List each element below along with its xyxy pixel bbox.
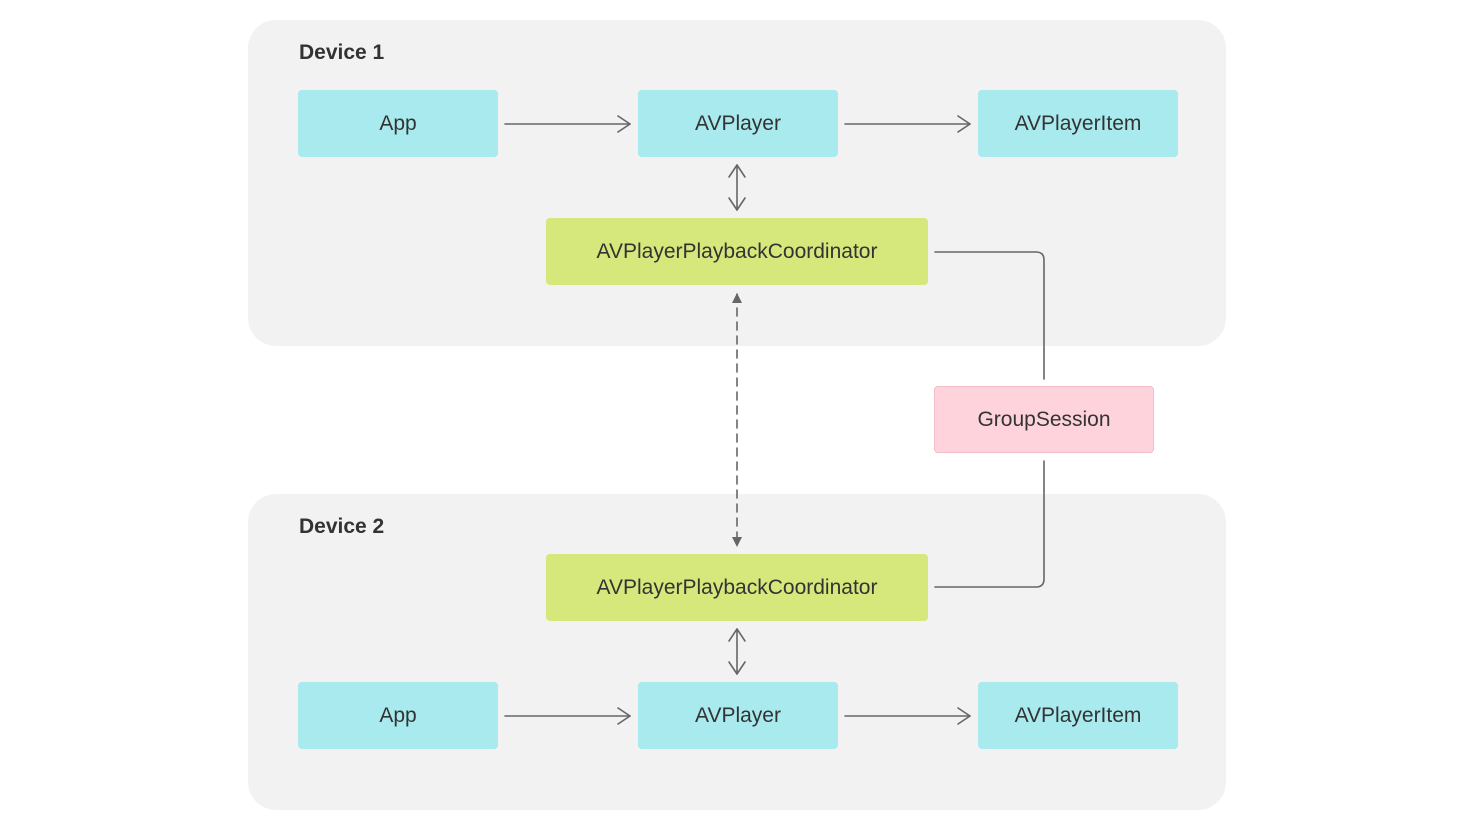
device-2-title: Device 2 [299,515,385,538]
arrow-app-to-avplayer-2 [504,707,631,725]
group-session-node: GroupSession [934,386,1154,453]
device-1-avplayer-node: AVPlayer [638,90,838,157]
arrow-avplayer-to-item-2 [844,707,971,725]
arrow-avplayer-to-item-1 [844,115,971,133]
arrow-app-to-avplayer-1 [504,115,631,133]
arrow-avplayer-coordinator-bidirectional-1 [728,164,746,211]
device-1-avplayeritem-node: AVPlayerItem [978,90,1178,157]
device-1-title: Device 1 [299,41,385,64]
device-2-coordinator-node: AVPlayerPlaybackCoordinator [546,554,928,621]
device-2-avplayeritem-node: AVPlayerItem [978,682,1178,749]
device-2-avplayer-node: AVPlayer [638,682,838,749]
connector-session-to-coordinator-2 [934,460,1045,588]
device-1-app-node: App [298,90,498,157]
device-2-app-node: App [298,682,498,749]
arrow-coordinator-avplayer-bidirectional-2 [728,628,746,675]
connector-coordinator-1-to-session [934,251,1045,380]
device-1-coordinator-node: AVPlayerPlaybackCoordinator [546,218,928,285]
